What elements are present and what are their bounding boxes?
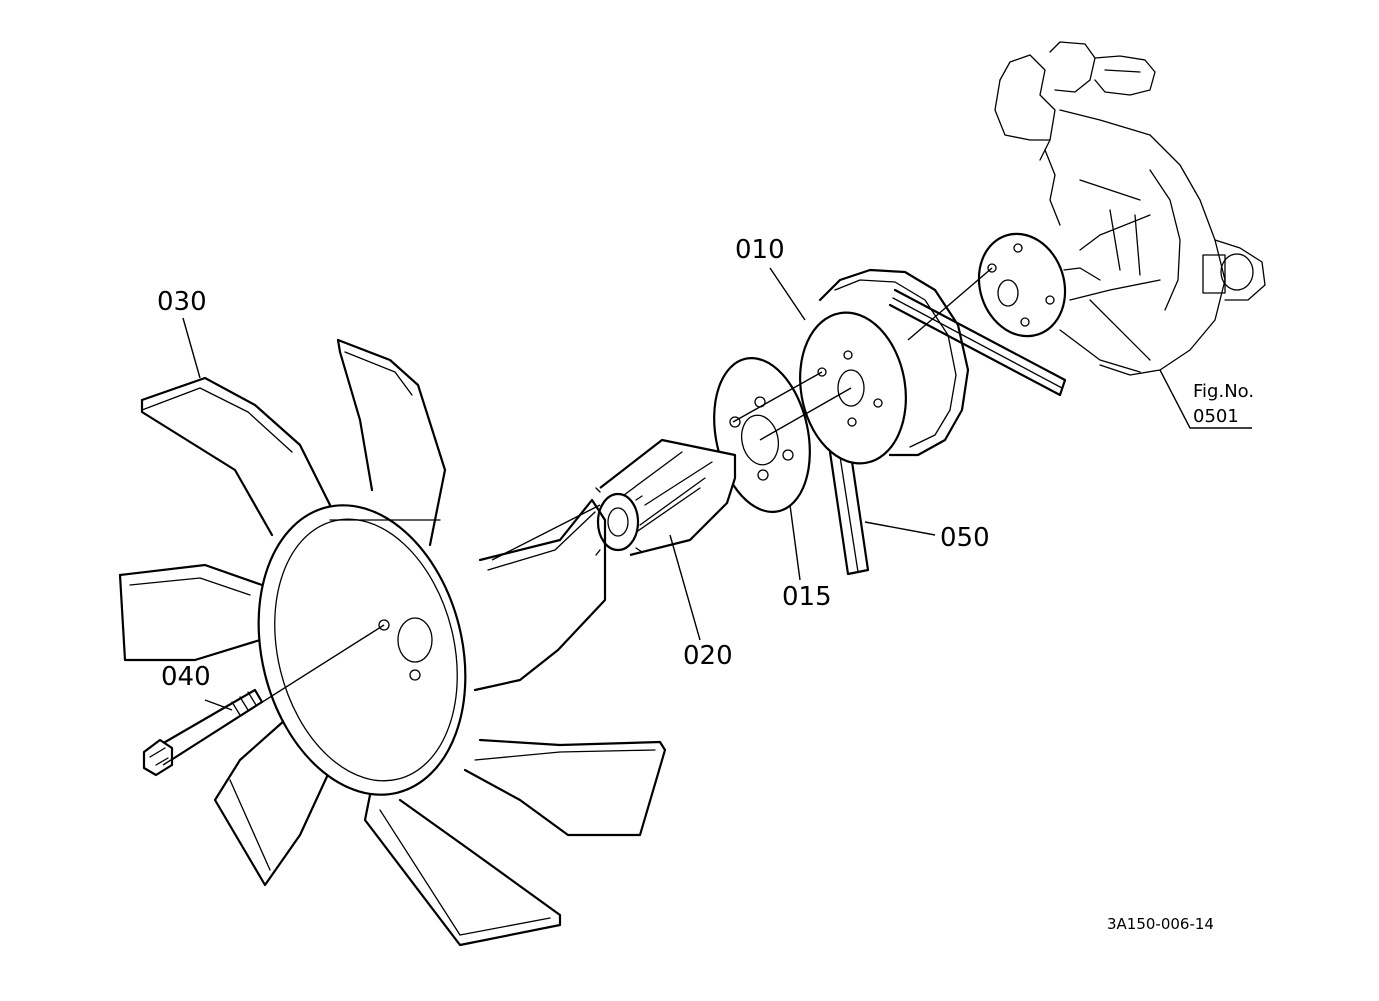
part-label-010: 010 xyxy=(735,235,785,265)
pulley-drawing xyxy=(799,268,970,465)
figure-ref-number: 0501 xyxy=(1193,406,1239,427)
part-label-015: 015 xyxy=(782,582,832,612)
spacer-plate-drawing xyxy=(713,357,811,513)
v-belt-drawing xyxy=(828,288,1067,576)
bolt-drawing xyxy=(142,688,264,777)
part-label-030: 030 xyxy=(157,287,207,317)
water-pump-drawing xyxy=(977,41,1266,376)
drawing-code: 3A150-006-14 xyxy=(1107,915,1214,933)
part-label-050: 050 xyxy=(940,523,990,553)
figure-ref-caption: Fig.No. xyxy=(1193,381,1255,402)
fan-drawing xyxy=(118,338,667,947)
spacer-drawing xyxy=(595,438,737,557)
leader-lines xyxy=(182,267,1252,711)
axis-line xyxy=(162,267,993,766)
part-label-040: 040 xyxy=(161,662,211,692)
part-label-020: 020 xyxy=(683,641,733,671)
